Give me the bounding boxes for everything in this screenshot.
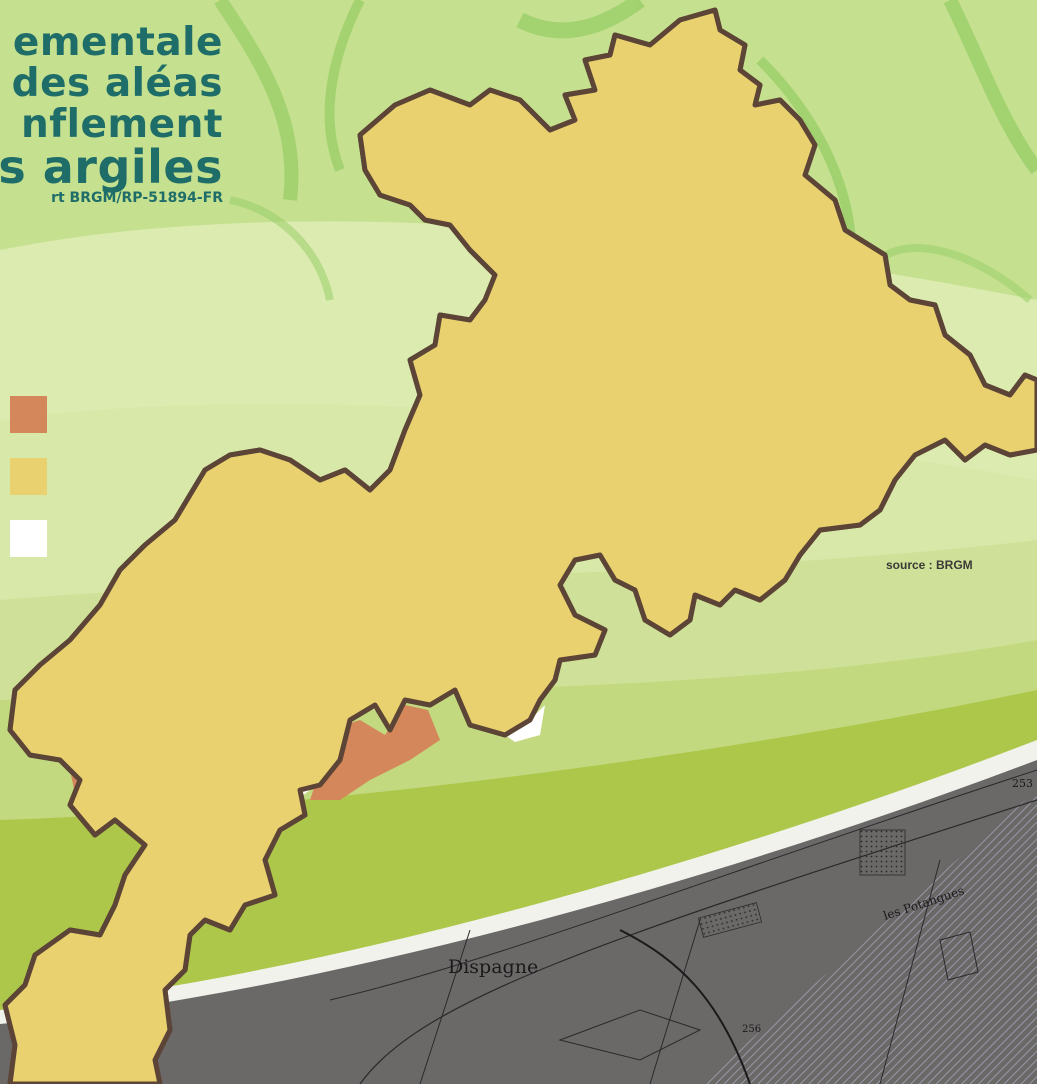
legend-swatch-low [10, 520, 47, 557]
place-label-dispagne: Dispagne [448, 956, 538, 978]
title-line-4: es argiles [0, 140, 223, 194]
place-label-253: 253 [1012, 777, 1033, 790]
map-title: ementale des aléas nflement es argiles r… [0, 22, 223, 207]
place-label-256: 256 [742, 1024, 761, 1035]
legend [10, 396, 50, 582]
title-line-1: ementale [12, 20, 223, 65]
department-map [2, 7, 1037, 1084]
title-line-2: des aléas [11, 61, 223, 106]
source-credit: source : BRGM [886, 558, 973, 572]
legend-swatch-medium [10, 458, 47, 495]
cadastre-map [0, 740, 1037, 1084]
legend-swatch-high [10, 396, 47, 433]
report-reference: rt BRGM/RP-51894-FR [51, 190, 223, 206]
title-line-3: nflement [20, 102, 223, 147]
